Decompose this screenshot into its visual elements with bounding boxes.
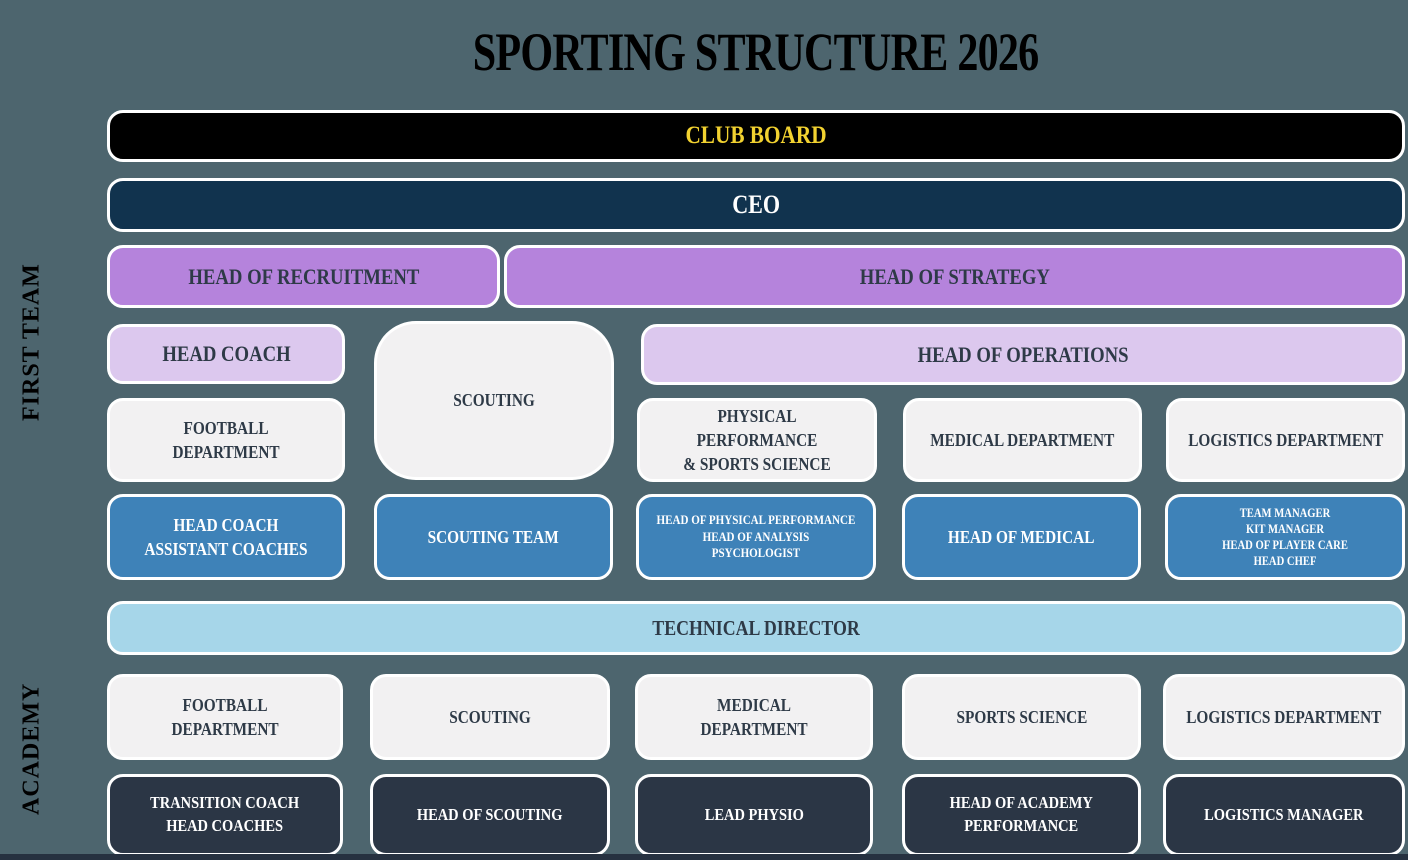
box-label: HEAD OF SCOUTING [417, 804, 563, 824]
box-head-of-operations: HEAD OF OPERATIONS [641, 324, 1405, 385]
box-physical-performance: PHYSICAL PERFORMANCE & SPORTS SCIENCE [637, 398, 877, 482]
box-academy-sports-science: SPORTS SCIENCE [902, 674, 1141, 760]
box-label: LOGISTICS MANAGER [1204, 804, 1364, 824]
box-lead-physio: LEAD PHYSIO [635, 774, 873, 856]
box-label: HEAD OF MEDICAL [948, 526, 1095, 547]
bottom-edge-strip [0, 854, 1408, 860]
box-technical-director: TECHNICAL DIRECTOR [107, 601, 1405, 655]
box-medical-department: MEDICAL DEPARTMENT [903, 398, 1142, 482]
box-head-coach: HEAD COACH [107, 324, 345, 384]
section-label-academy: ACADEMY [12, 682, 52, 816]
box-label: FOOTBALL DEPARTMENT [172, 417, 280, 462]
box-club-board: CLUB BOARD [107, 110, 1405, 162]
box-academy-medical-department: MEDICAL DEPARTMENT [635, 674, 873, 760]
box-label: LOGISTICS DEPARTMENT [1187, 429, 1384, 450]
box-academy-scouting: SCOUTING [370, 674, 610, 760]
box-academy-logistics-department: LOGISTICS DEPARTMENT [1163, 674, 1405, 760]
box-head-of-scouting: HEAD OF SCOUTING [370, 774, 610, 856]
box-label: TRANSITION COACH HEAD COACHES [150, 793, 300, 835]
box-label: HEAD COACH ASSISTANT COACHES [144, 514, 308, 559]
box-scouting: SCOUTING [374, 321, 614, 480]
first-team-label-text: FIRST TEAM [18, 263, 45, 421]
box-head-of-recruitment: HEAD OF RECRUITMENT [107, 245, 500, 308]
box-label: SCOUTING TEAM [427, 526, 560, 547]
box-head-of-strategy: HEAD OF STRATEGY [504, 245, 1405, 308]
box-scouting-team: SCOUTING TEAM [374, 494, 613, 580]
box-label: TECHNICAL DIRECTOR [652, 615, 860, 640]
box-ceo: CEO [107, 178, 1405, 232]
box-label: HEAD OF ACADEMY PERFORMANCE [949, 793, 1094, 835]
box-academy-football-department: FOOTBALL DEPARTMENT [107, 674, 343, 760]
academy-label-text: ACADEMY [18, 682, 45, 816]
box-label: HEAD OF OPERATIONS [917, 341, 1129, 367]
box-label: HEAD COACH [161, 341, 291, 367]
box-label: HEAD OF STRATEGY [859, 263, 1050, 289]
box-head-coach-assistant-coaches: HEAD COACH ASSISTANT COACHES [107, 494, 345, 580]
box-label: CEO [732, 190, 780, 220]
section-label-first-team: FIRST TEAM [12, 263, 52, 421]
box-label: MEDICAL DEPARTMENT [700, 694, 808, 739]
box-head-of-academy-performance: HEAD OF ACADEMY PERFORMANCE [902, 774, 1141, 856]
box-transition-coach-head-coaches: TRANSITION COACH HEAD COACHES [107, 774, 343, 856]
box-logistics-manager: LOGISTICS MANAGER [1163, 774, 1405, 856]
box-label: CLUB BOARD [685, 122, 827, 150]
box-performance-analysis-psychologist: HEAD OF PHYSICAL PERFORMANCE HEAD OF ANA… [636, 494, 876, 580]
box-football-department: FOOTBALL DEPARTMENT [107, 398, 345, 482]
box-label: FOOTBALL DEPARTMENT [171, 694, 279, 739]
page-title-text: SPORTING STRUCTURE 2026 [473, 22, 1039, 82]
box-label: HEAD OF RECRUITMENT [187, 263, 419, 289]
box-label: MEDICAL DEPARTMENT [930, 429, 1115, 450]
box-label: SCOUTING [449, 706, 531, 727]
box-label: LOGISTICS DEPARTMENT [1186, 706, 1382, 727]
box-label: TEAM MANAGER KIT MANAGER HEAD OF PLAYER … [1222, 505, 1348, 569]
box-head-of-medical: HEAD OF MEDICAL [902, 494, 1141, 580]
box-label: SPORTS SCIENCE [956, 706, 1087, 727]
page-title: SPORTING STRUCTURE 2026 [107, 16, 1405, 89]
box-label: HEAD OF PHYSICAL PERFORMANCE HEAD OF ANA… [656, 511, 856, 561]
box-logistics-department: LOGISTICS DEPARTMENT [1166, 398, 1405, 482]
box-label: SCOUTING [453, 390, 535, 411]
box-label: PHYSICAL PERFORMANCE & SPORTS SCIENCE [683, 405, 831, 475]
box-label: LEAD PHYSIO [704, 804, 804, 824]
box-team-operations-staff: TEAM MANAGER KIT MANAGER HEAD OF PLAYER … [1165, 494, 1405, 580]
